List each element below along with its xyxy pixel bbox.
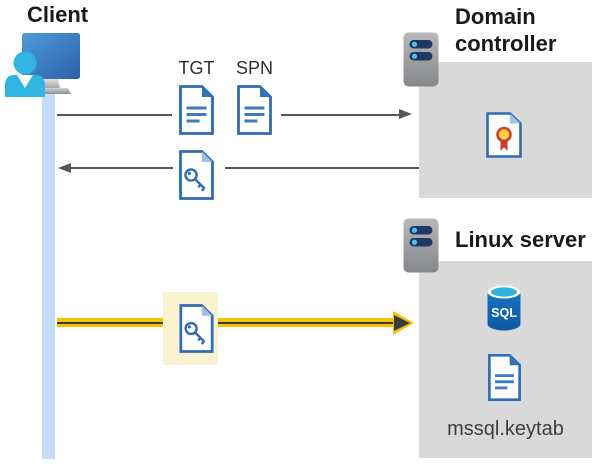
domain-controller-label: Domain controller	[455, 4, 557, 56]
spn-label: SPN	[236, 58, 274, 78]
arrow-client-to-dc-segment	[57, 113, 172, 116]
domain-controller-server-icon	[403, 32, 439, 87]
client-label: Client	[27, 2, 89, 27]
arrow-dc-to-client-segment	[225, 167, 419, 169]
workstation-user-icon	[0, 28, 105, 100]
sql-label: SQL	[491, 306, 517, 320]
arrow-client-to-dc-head	[399, 109, 412, 119]
arrow-dc-to-client-head	[58, 162, 71, 173]
arrow-client-to-linux-head	[394, 314, 410, 331]
client-lifeline	[42, 90, 55, 459]
linux-server-server-icon	[403, 218, 439, 273]
arrow-dc-to-client-segment	[71, 167, 173, 169]
spn-document-icon	[236, 85, 273, 135]
linux-server-label: Linux server	[455, 227, 586, 252]
key-document-highlighted-icon	[178, 304, 215, 353]
tgt-label: TGT	[178, 58, 215, 78]
arrow-client-to-linux-core	[57, 321, 395, 324]
certificate-icon	[485, 112, 523, 158]
key-document-icon	[178, 150, 215, 200]
keytab-document-icon	[487, 353, 522, 402]
keytab-file-label: mssql.keytab	[447, 418, 564, 440]
tgt-document-icon	[178, 85, 215, 135]
sql-database-icon: SQL	[486, 284, 522, 332]
arrow-client-to-dc-segment	[281, 113, 399, 116]
